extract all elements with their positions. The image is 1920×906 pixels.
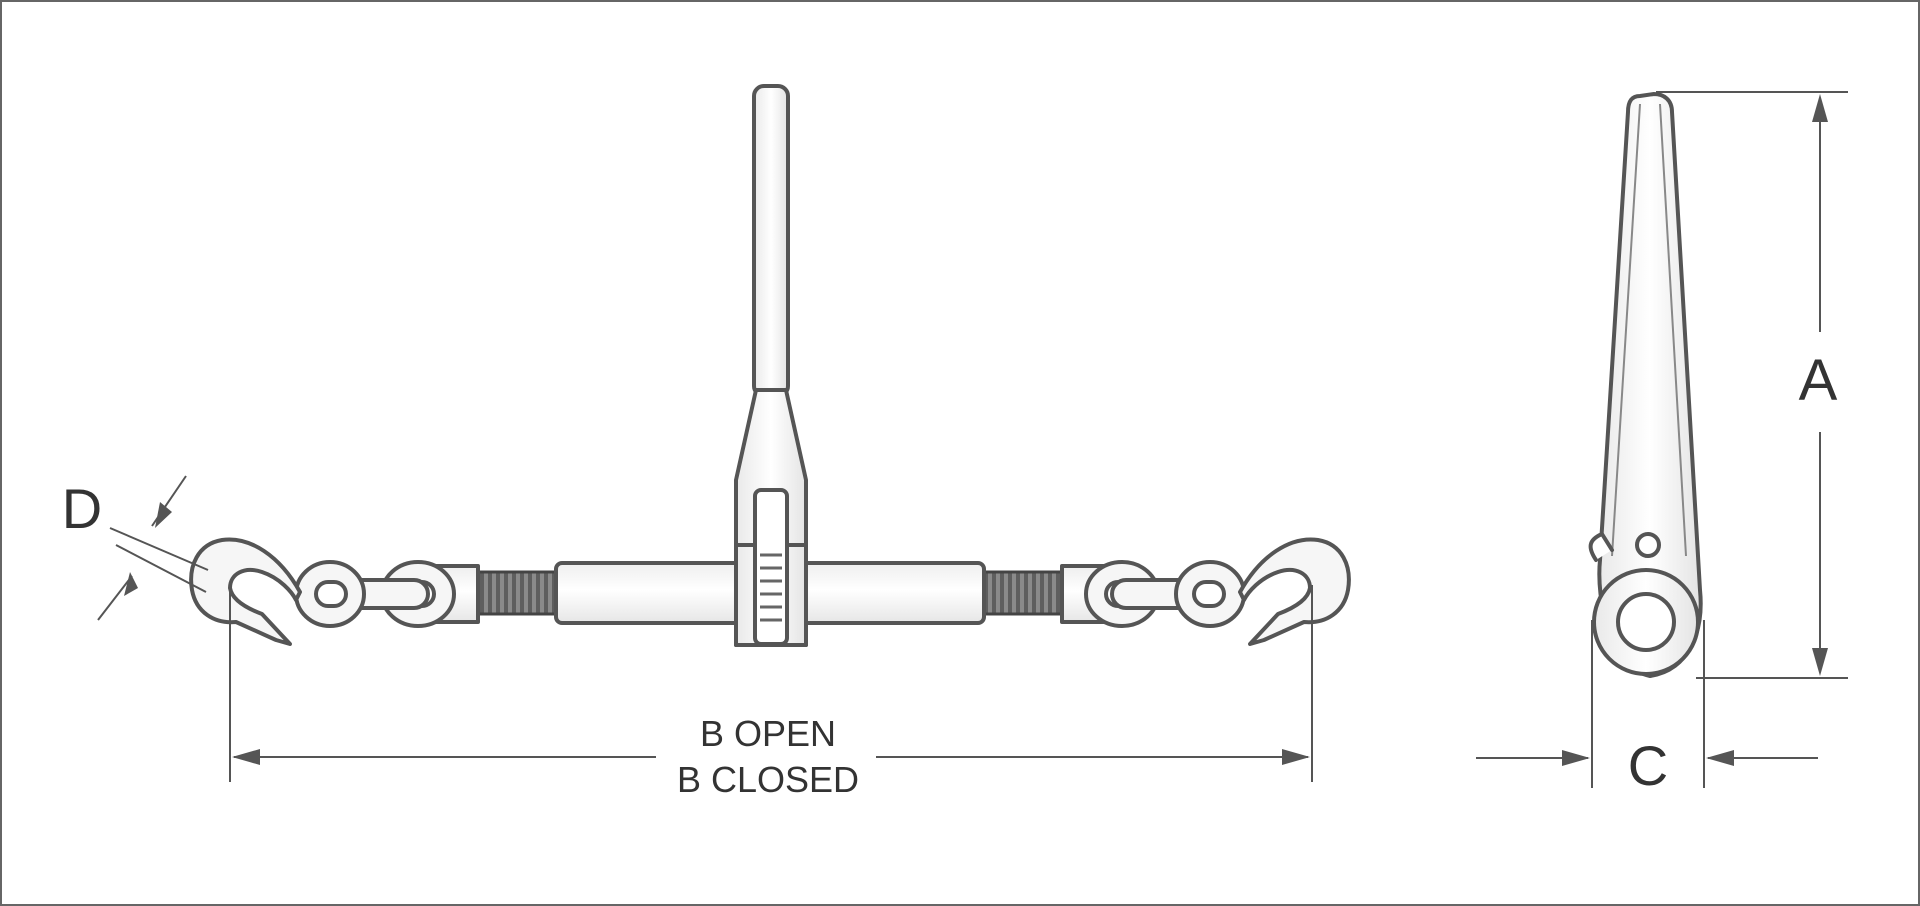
label-d: D [62,477,102,540]
right-grab-hook [1238,537,1351,646]
dimension-c [1476,620,1818,788]
left-grab-hook [189,537,302,646]
front-view [189,84,1351,647]
ratchet-teeth [760,553,782,622]
side-latch [1588,532,1614,562]
label-a: A [1799,348,1838,413]
right-chain [1084,560,1246,628]
dimension-d [97,475,209,621]
side-handle [1597,92,1703,678]
label-c: C [1628,734,1668,797]
side-barrel-hole [1616,592,1676,652]
dimension-a [1656,91,1848,679]
side-view [1588,92,1703,678]
dimension-b [229,585,1313,782]
label-b-closed: B CLOSED [677,759,859,800]
left-chain [294,560,456,628]
label-b-open: B OPEN [700,713,836,754]
left-thread [476,570,560,616]
right-thread [980,570,1064,616]
side-pivot-pin [1635,532,1661,558]
handle-rod [752,84,790,398]
